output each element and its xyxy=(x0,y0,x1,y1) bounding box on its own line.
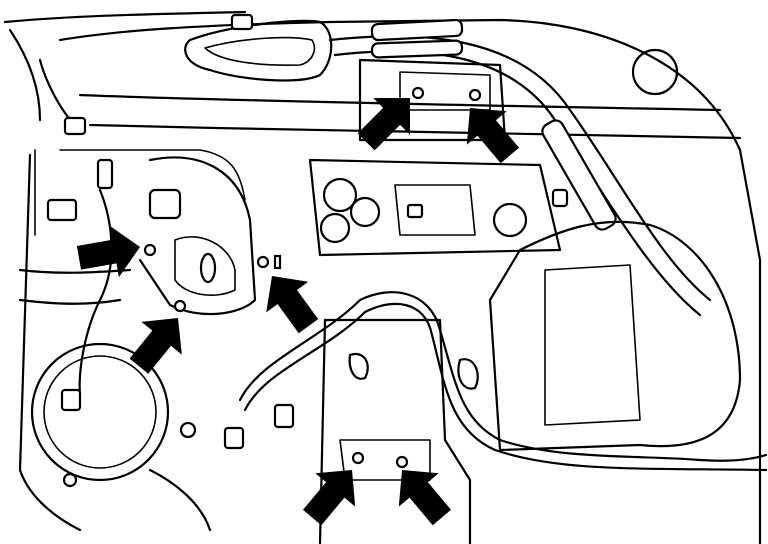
arrow-icon xyxy=(266,276,319,334)
arrows xyxy=(76,98,520,526)
center-panel xyxy=(308,158,569,257)
door-lock-cables xyxy=(328,18,712,317)
arrow-icon xyxy=(302,470,356,526)
arrow-icon xyxy=(398,470,452,526)
arrow-icon xyxy=(466,108,520,164)
connector-icon xyxy=(46,198,78,222)
arrow-icon xyxy=(129,318,182,374)
door-outline xyxy=(3,10,762,544)
wire-harness xyxy=(38,58,768,472)
inner-door-handle xyxy=(184,13,333,82)
connector-icon xyxy=(60,388,82,412)
connector-icon xyxy=(223,426,245,450)
connector-icon xyxy=(96,158,114,190)
regulator-bracket xyxy=(138,156,282,316)
speaker-icon xyxy=(30,342,212,532)
connector-icon xyxy=(273,403,295,429)
connector-icon xyxy=(63,116,87,136)
lower-panel xyxy=(318,318,479,544)
weather-sheet-area xyxy=(488,220,742,452)
arrow-icon xyxy=(357,98,410,151)
connector-icon xyxy=(148,188,182,220)
arrow-icon xyxy=(76,225,140,278)
